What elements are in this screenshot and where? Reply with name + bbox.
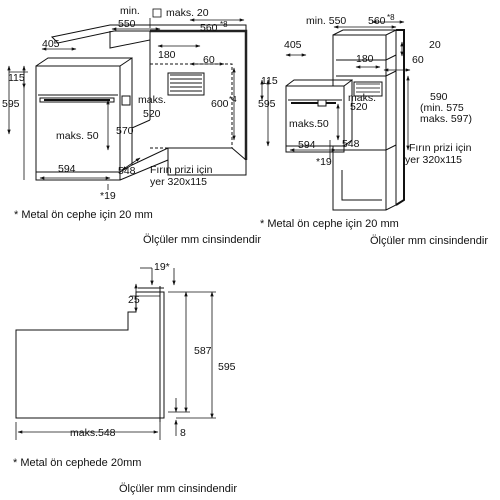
tall-dim-max-gap: maks.50 — [289, 118, 329, 130]
panel-side-dimensions — [15, 267, 216, 440]
panel-tall-drawing — [285, 29, 405, 211]
dim-front-note: *19 — [100, 190, 116, 202]
dim-vent-depth: 60 — [203, 54, 215, 66]
tall-units: Ölçüler mm cinsindendir — [370, 235, 488, 247]
dim-max-front: maks. — [138, 94, 166, 106]
tall-dim-front-height: 115 — [261, 75, 278, 87]
tall-dim-front-note: *19 — [316, 156, 332, 168]
side-dim-max-depth: maks.548 — [70, 427, 116, 439]
tall-socket-line2: yer 320x115 — [405, 154, 462, 166]
tall-dim-cutout-depth: 180 — [356, 53, 374, 65]
tall-dim-min-width: min. 550 — [306, 15, 346, 27]
socket-label-line1: Fırın prizi için — [150, 164, 213, 176]
panel-tall-dimensions — [260, 20, 411, 160]
tall-dim-niche-depth: 560 — [368, 15, 386, 27]
tall-dim-oven-depth-top: 405 — [284, 39, 302, 51]
dim-max-top: maks. 20 — [166, 7, 209, 19]
side-dim-top-step: 25 — [128, 294, 140, 306]
undercounter-units: Ölçüler mm cinsindendir — [143, 234, 261, 246]
panel-tall-labels: min. 550 560 *8 405 20 180 60 115 595 ma… — [258, 13, 472, 168]
side-dim-inner-height: 587 — [194, 345, 212, 357]
side-dim-front-thickness: 19* — [154, 261, 170, 273]
panel-side-labels: 19* 25 587 595 maks.548 8 — [70, 261, 236, 439]
tall-dim-niche-height: 590 — [430, 91, 448, 103]
dim-cabinet-width: 550 — [118, 18, 136, 30]
panel-undercounter-dimensions — [7, 8, 245, 190]
side-footnote: * Metal ön cephede 20mm — [13, 457, 142, 469]
tall-dim-niche-max: maks. 597) — [420, 113, 472, 125]
dim-niche-depth: 560 — [200, 22, 218, 34]
tall-dim-max-front-value: 520 — [350, 101, 368, 113]
tall-dim-oven-depth: 548 — [342, 138, 360, 150]
dim-oven-height: 595 — [2, 98, 20, 110]
dim-cutout-depth: 180 — [158, 49, 176, 61]
dim-niche-height: 600 — [211, 98, 229, 110]
dim-oven-depth-top: 405 — [42, 38, 60, 50]
tall-footnote: * Metal ön cephe için 20 mm — [260, 218, 399, 230]
socket-label-line2: yer 320x115 — [150, 176, 207, 188]
side-units: Ölçüler mm cinsindendir — [119, 483, 237, 495]
tall-socket-line1: Fırın prizi için — [409, 142, 472, 154]
tall-dim-max-front: maks. — [348, 92, 376, 104]
dim-niche-depth-note: *8 — [220, 20, 228, 29]
tall-dim-shelf-gap: 20 — [429, 39, 441, 51]
tall-dim-niche-depth-note: *8 — [387, 13, 395, 22]
side-dim-bottom-gap: 8 — [180, 427, 186, 439]
dim-front-height: 115 — [8, 72, 25, 84]
undercounter-footnote: * Metal ön cephe için 20 mm — [14, 209, 153, 221]
dim-niche-height-note: *4 — [229, 95, 237, 104]
dim-min-label: min. — [120, 5, 140, 17]
dim-inner-height: 570 — [116, 125, 134, 137]
tall-dim-vent-depth: 60 — [412, 54, 424, 66]
tall-dim-oven-height: 595 — [258, 98, 276, 110]
tall-dim-oven-width: 594 — [298, 139, 316, 151]
dim-max-front-value: 520 — [143, 108, 161, 120]
dim-oven-depth: 548 — [118, 165, 136, 177]
dim-oven-width: 594 — [58, 163, 76, 175]
panel-undercounter-labels: min. 550 maks. 20 560 *8 405 180 60 115 … — [2, 5, 237, 202]
side-dim-total-height: 595 — [218, 361, 236, 373]
tall-dim-niche-min: (min. 575 — [420, 102, 464, 114]
panel-side-drawing — [15, 286, 165, 422]
dim-max-gap: maks. 50 — [56, 130, 99, 142]
